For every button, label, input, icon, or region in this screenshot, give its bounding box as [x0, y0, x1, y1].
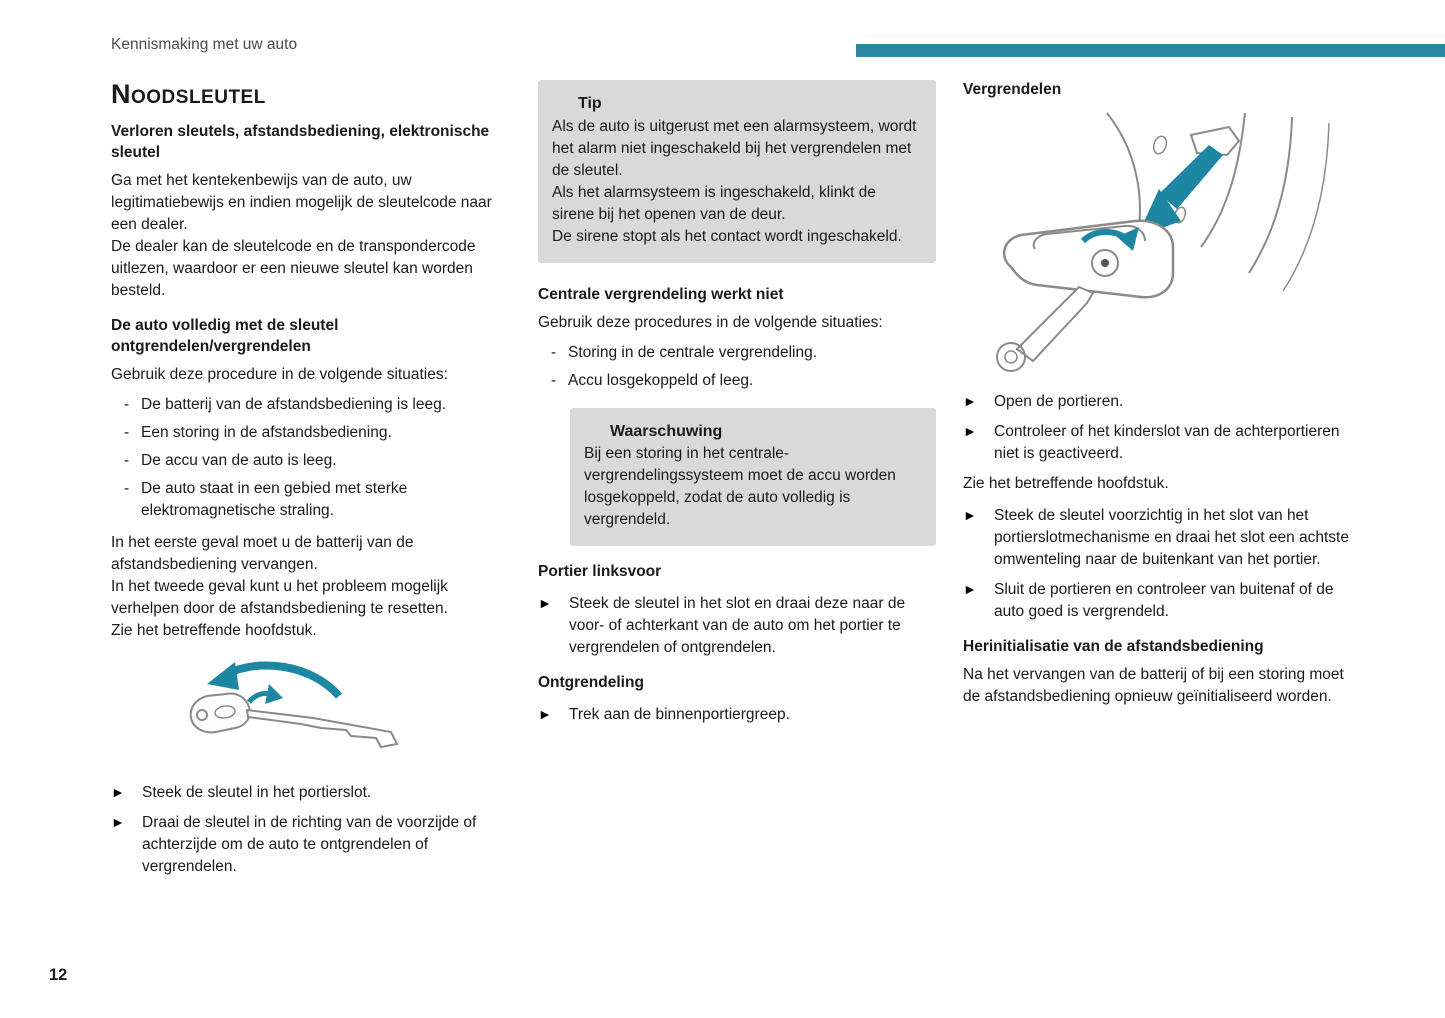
page-title: Noodsleutel	[111, 79, 266, 109]
step-arrow-icon: ►	[963, 506, 977, 523]
tip-paragraph: Als de auto is uitgerust met een alarmsy…	[552, 117, 917, 179]
step-item: ► Draai de sleutel in de richting van de…	[111, 812, 513, 878]
paragraph: Zie het betreffende hoofdstuk.	[963, 474, 1169, 492]
section-heading-front-left-door: Portier linksvoor	[538, 563, 662, 581]
step-text: Sluit de portieren en controleer van bui…	[994, 580, 1334, 620]
list-item-text: Een storing in de afstandsbediening.	[141, 424, 392, 442]
tip-paragraph: Als het alarmsysteem is ingeschakeld, kl…	[552, 183, 876, 223]
column-right: Vergrendelen ► Open de portieren. ► Cont…	[963, 80, 1361, 708]
warning-paragraph: Bij een storing in het centrale-vergrend…	[584, 445, 896, 529]
key-illustration	[189, 661, 399, 749]
door-lock-illustration	[996, 112, 1330, 372]
bullet-list: - Storing in de centrale vergrendeling. …	[538, 342, 936, 392]
step-text: Steek de sleutel in het portierslot.	[142, 784, 372, 802]
step-list: ► Trek aan de binnenportiergreep.	[538, 704, 936, 726]
tip-title: Tip	[578, 95, 602, 112]
step-text: Controleer of het kinderslot van de acht…	[994, 422, 1340, 462]
step-list: ► Steek de sleutel in het slot en draai …	[538, 593, 936, 659]
step-text: Draai de sleutel in de richting van de v…	[142, 814, 477, 876]
dash-icon: -	[124, 452, 130, 470]
dash-icon: -	[124, 480, 130, 498]
step-text: Steek de sleutel voorzichtig in het slot…	[994, 506, 1349, 568]
dash-icon: -	[124, 396, 130, 414]
chapter-header: Kennismaking met uw auto	[111, 36, 298, 53]
dash-icon: -	[124, 424, 130, 442]
step-list: ► Steek de sleutel in het portierslot. ►…	[111, 782, 513, 878]
column-middle: Tip Als de auto is uitgerust met een ala…	[538, 80, 936, 734]
list-item: - Accu losgekoppeld of leeg.	[538, 370, 936, 392]
step-list: ► Open de portieren. ► Controleer of het…	[963, 391, 1361, 465]
tip-box: Tip Als de auto is uitgerust met een ala…	[538, 80, 936, 263]
paragraph: De dealer kan de sleutelcode en de trans…	[111, 238, 476, 300]
page-number: 12	[49, 966, 68, 984]
paragraph: Ga met het kentekenbewijs van de auto, u…	[111, 172, 492, 234]
warning-title: Waarschuwing	[610, 422, 723, 440]
step-arrow-icon: ►	[111, 784, 125, 801]
step-arrow-icon: ►	[963, 422, 977, 439]
list-item: - Een storing in de afstandsbediening.	[111, 422, 513, 444]
dash-icon: -	[551, 343, 557, 361]
paragraph: Zie het betreffende hoofdstuk.	[111, 622, 317, 640]
section-heading-unlock-lock: De auto volledig met de sleutel ontgrend…	[111, 317, 339, 356]
step-arrow-icon: ►	[538, 595, 552, 612]
section-heading-lost-keys: Verloren sleutels, afstandsbediening, el…	[111, 123, 490, 162]
paragraph: Gebruik deze procedure in de volgende si…	[111, 366, 448, 384]
list-item: - De auto staat in een gebied met sterke…	[111, 478, 513, 522]
step-item: ► Trek aan de binnenportiergreep.	[538, 704, 936, 726]
list-item-text: Accu losgekoppeld of leeg.	[568, 371, 754, 389]
section-heading-unlocking: Ontgrendeling	[538, 674, 644, 692]
list-item-text: De auto staat in een gebied met sterke e…	[141, 480, 408, 520]
step-text: Steek de sleutel in het slot en draai de…	[569, 595, 906, 657]
list-item: - De batterij van de afstandsbediening i…	[111, 394, 513, 416]
list-item-text: De batterij van de afstandsbediening is …	[141, 396, 447, 414]
step-item: ► Open de portieren.	[963, 391, 1361, 413]
step-arrow-icon: ►	[538, 706, 552, 723]
header-accent-bar	[856, 44, 1445, 57]
paragraph: In het eerste geval moet u de batterij v…	[111, 534, 414, 574]
step-arrow-icon: ►	[963, 580, 977, 597]
list-item: - De accu van de auto is leeg.	[111, 450, 513, 472]
warning-box: Waarschuwing Bij een storing in het cent…	[570, 407, 936, 547]
section-heading-locking: Vergrendelen	[963, 81, 1062, 98]
step-item: ► Sluit de portieren en controleer van b…	[963, 579, 1361, 623]
section-heading-reinitialisation: Herinitialisatie van de afstandsbedienin…	[963, 637, 1264, 655]
step-list: ► Steek de sleutel voorzichtig in het sl…	[963, 505, 1361, 623]
paragraph: Gebruik deze procedures in de volgende s…	[538, 313, 883, 331]
paragraph: Na het vervangen van de batterij of bij …	[963, 665, 1344, 705]
column-left: Noodsleutel Verloren sleutels, afstandsb…	[111, 80, 513, 886]
step-arrow-icon: ►	[963, 392, 977, 409]
dash-icon: -	[551, 371, 557, 389]
step-item: ► Controleer of het kinderslot van de ac…	[963, 421, 1361, 465]
step-text: Trek aan de binnenportiergreep.	[569, 706, 790, 724]
step-item: ► Steek de sleutel in het slot en draai …	[538, 593, 936, 659]
step-text: Open de portieren.	[994, 392, 1124, 410]
step-item: ► Steek de sleutel in het portierslot.	[111, 782, 513, 804]
tip-paragraph: De sirene stopt als het contact wordt in…	[552, 227, 902, 245]
bullet-list: - De batterij van de afstandsbediening i…	[111, 394, 513, 522]
step-arrow-icon: ►	[111, 814, 125, 831]
list-item-text: Storing in de centrale vergrendeling.	[568, 343, 818, 361]
list-item-text: De accu van de auto is leeg.	[141, 452, 337, 470]
paragraph: In het tweede geval kunt u het probleem …	[111, 578, 448, 618]
list-item: - Storing in de centrale vergrendeling.	[538, 342, 936, 364]
step-item: ► Steek de sleutel voorzichtig in het sl…	[963, 505, 1361, 571]
section-heading-central-locking: Centrale vergrendeling werkt niet	[538, 285, 784, 303]
